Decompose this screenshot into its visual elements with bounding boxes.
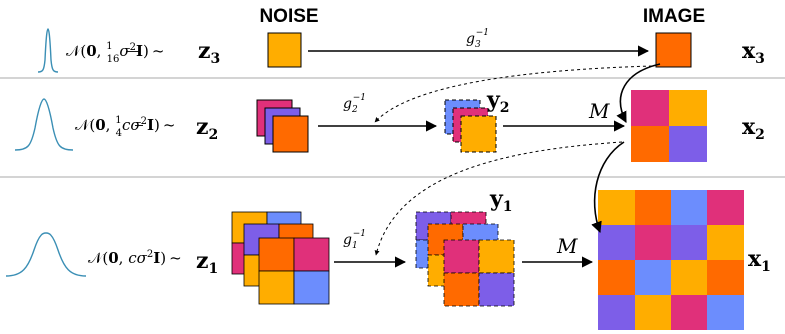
output-x1: x1 bbox=[748, 246, 771, 275]
image-grid-1 bbox=[598, 190, 744, 330]
intermediate-y2: y2 bbox=[486, 87, 510, 116]
distribution-label-1: 𝒩(0, cσ2I)~ bbox=[88, 249, 182, 267]
intermediate-cell bbox=[478, 239, 515, 274]
image-cell bbox=[635, 260, 671, 295]
image-cell bbox=[631, 90, 669, 126]
image-cell bbox=[671, 260, 707, 295]
merge-label-2: M bbox=[588, 99, 610, 123]
latent-stack-1-front bbox=[258, 237, 330, 305]
gaussian-curve-wide bbox=[5, 232, 87, 277]
image-cell bbox=[707, 295, 744, 330]
image-cell bbox=[671, 190, 707, 225]
latent-z2: z2 bbox=[196, 114, 218, 143]
intermediate-cell bbox=[443, 239, 480, 274]
image-cell bbox=[669, 126, 707, 162]
image-cell bbox=[631, 126, 669, 162]
image-cell bbox=[635, 295, 671, 330]
image-cell bbox=[707, 190, 744, 225]
image-cell bbox=[707, 225, 744, 260]
gaussian-curve-narrow bbox=[37, 28, 59, 73]
image-cell bbox=[635, 225, 671, 260]
output-x2: x2 bbox=[742, 114, 765, 143]
latent-stack-2-front bbox=[272, 115, 309, 153]
image-cell bbox=[671, 295, 707, 330]
image-cell bbox=[598, 225, 635, 260]
upsample-arrow-2-to-1 bbox=[591, 141, 625, 234]
intermediate-stack-1-front bbox=[443, 239, 515, 307]
intermediate-cell bbox=[478, 272, 515, 307]
intermediate-y1: y1 bbox=[489, 186, 513, 215]
image-grid-2 bbox=[631, 90, 707, 162]
image-cell bbox=[635, 190, 671, 225]
transform-label-2: g2−1 bbox=[343, 93, 366, 115]
image-square-3 bbox=[655, 32, 692, 68]
image-cell bbox=[598, 295, 635, 330]
latent-cell bbox=[258, 270, 295, 305]
gaussian-curve-medium bbox=[14, 98, 74, 151]
upsample-arrow-3-to-2 bbox=[616, 63, 661, 123]
split-arrow-2-to-y1 bbox=[374, 141, 623, 256]
row-1: 𝒩(0, cσ2I)~ z1 g1−1 bbox=[5, 186, 771, 330]
split-arrow-3-to-y2 bbox=[374, 65, 653, 123]
latent-cell bbox=[258, 237, 295, 272]
intermediate-stack-2-front bbox=[460, 115, 497, 153]
latent-cell bbox=[293, 270, 330, 305]
output-x3: x3 bbox=[742, 38, 765, 67]
image-header: IMAGE bbox=[643, 6, 705, 27]
image-cell bbox=[669, 90, 707, 126]
transform-label-3: g3−1 bbox=[466, 28, 489, 50]
latent-cell bbox=[293, 237, 330, 272]
image-cell bbox=[707, 260, 744, 295]
noise-header: NOISE bbox=[259, 6, 318, 27]
transform-label-1: g1−1 bbox=[343, 229, 366, 251]
latent-z1: z1 bbox=[196, 248, 218, 277]
intermediate-cell bbox=[443, 272, 480, 307]
image-cell bbox=[671, 225, 707, 260]
merge-label-1: M bbox=[556, 234, 578, 258]
image-cell bbox=[598, 260, 635, 295]
image-cell bbox=[598, 190, 635, 225]
noise-square-3 bbox=[267, 32, 302, 68]
latent-z3: z3 bbox=[198, 38, 220, 67]
